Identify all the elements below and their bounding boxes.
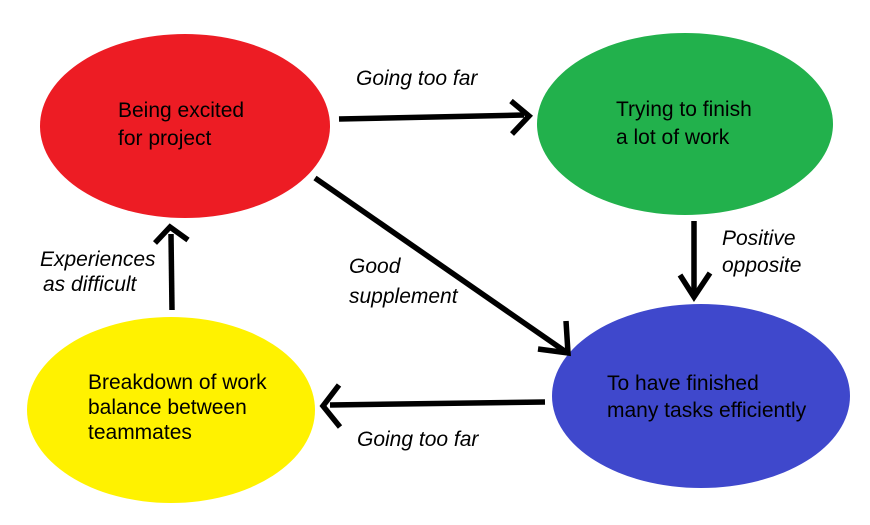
node-being-excited-label-line2: for project	[118, 127, 212, 150]
arrow-excited-to-trying: Going too far	[338, 67, 534, 136]
node-finished-many-tasks-label-line1: To have finished	[607, 372, 759, 395]
arrow-trying-to-finished: Positive opposite	[677, 221, 801, 303]
edge-label-going-too-far-top: Going too far	[356, 67, 478, 90]
node-breakdown-label-line3: teammates	[88, 421, 192, 444]
edge-label-experiences-as-difficult-line2: as difficult	[43, 273, 138, 296]
arrow-shaft	[313, 175, 568, 355]
arrow-head	[152, 223, 190, 245]
node-finished-many-tasks: To have finished many tasks efficiently	[552, 304, 850, 488]
arrow-head	[509, 98, 534, 136]
edge-label-positive-opposite-line2: opposite	[722, 254, 801, 277]
arrow-head	[319, 383, 343, 429]
node-trying-to-finish-ellipse	[537, 33, 833, 215]
node-finished-many-tasks-label-line2: many tasks efficiently	[607, 399, 807, 422]
node-breakdown-label-line1: Breakdown of work	[88, 371, 267, 394]
edge-label-good-supplement-line1: Good	[349, 255, 402, 278]
arrow-shaft	[338, 112, 525, 122]
edge-label-experiences-as-difficult-line1: Experiences	[40, 248, 156, 271]
arrow-shaft	[168, 233, 175, 311]
node-being-excited-label-line1: Being excited	[118, 99, 244, 122]
arrow-finished-to-breakdown: Going too far	[319, 383, 546, 451]
edge-label-positive-opposite-line1: Positive	[722, 227, 796, 250]
node-breakdown-of-work: Breakdown of work balance between teamma…	[27, 317, 315, 503]
node-finished-many-tasks-ellipse	[552, 304, 850, 488]
node-breakdown-label-line2: balance between	[88, 396, 247, 419]
edge-label-good-supplement-line2: supplement	[349, 285, 459, 308]
node-trying-to-finish-label-line1: Trying to finish	[616, 98, 752, 121]
edge-label-going-too-far-bottom: Going too far	[357, 428, 479, 451]
node-trying-to-finish-label-line2: a lot of work	[616, 126, 730, 149]
node-being-excited-for-project: Being excited for project	[40, 34, 330, 218]
node-being-excited-ellipse	[40, 34, 330, 218]
node-trying-to-finish: Trying to finish a lot of work	[537, 33, 833, 215]
arrow-head	[677, 271, 713, 303]
arrow-excited-to-finished: Good supplement	[313, 175, 571, 357]
arrow-head	[537, 320, 571, 357]
arrow-shaft	[329, 399, 546, 408]
arrow-breakdown-to-excited: Experiences as difficult	[40, 223, 190, 311]
node-breakdown-of-work-ellipse	[27, 317, 315, 503]
